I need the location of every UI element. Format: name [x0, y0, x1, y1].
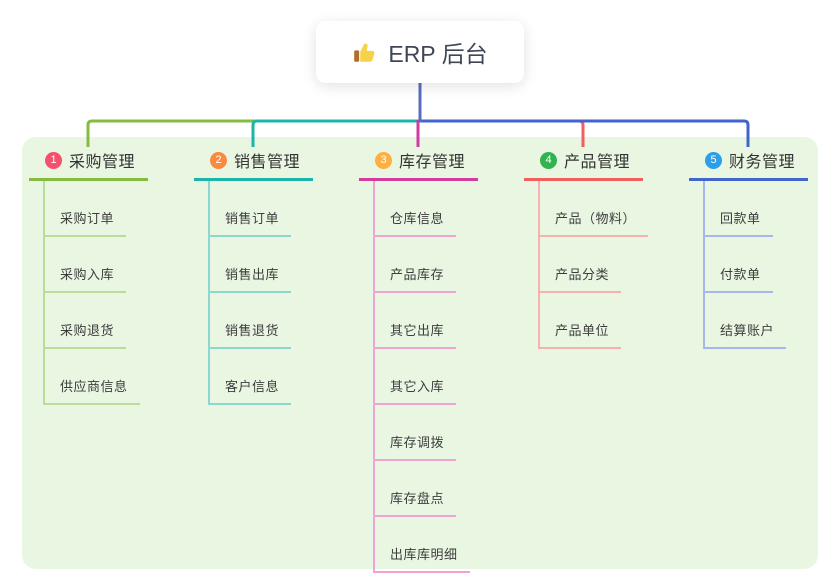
- branch-children-list: 采购订单采购入库采购退货供应商信息: [43, 181, 140, 405]
- branch-title: 销售管理: [234, 154, 301, 171]
- root-node-label: ERP 后台: [388, 41, 488, 67]
- branch-children-list: 产品（物料）产品分类产品单位: [538, 181, 649, 349]
- branch-title: 产品管理: [564, 154, 631, 171]
- thumbs-up-icon: [354, 43, 375, 62]
- branch-children-list: 回款单付款单结算账户: [703, 181, 787, 349]
- branch-number-badge: 1: [45, 151, 62, 169]
- branch-title: 库存管理: [399, 154, 466, 171]
- tree-node[interactable]: 库存盘点: [375, 461, 457, 517]
- tree-node[interactable]: 产品分类: [540, 237, 622, 293]
- tree-node[interactable]: 其它出库: [375, 293, 457, 349]
- tree-node[interactable]: 客户信息: [210, 349, 292, 405]
- branch-header[interactable]: 3 库存管理: [359, 148, 478, 181]
- tree-node[interactable]: 结算账户: [705, 293, 787, 349]
- tree-node[interactable]: 付款单: [705, 237, 773, 293]
- branch-3: 3 库存管理 仓库信息产品库存其它出库其它入库库存调拨库存盘点出库库明细: [359, 148, 519, 573]
- branch-1: 1 采购管理 采购订单采购入库采购退货供应商信息: [29, 148, 189, 405]
- root-node[interactable]: ERP 后台: [316, 21, 524, 83]
- branch-title: 采购管理: [69, 154, 136, 171]
- tree-node[interactable]: 产品单位: [540, 293, 622, 349]
- tree-node[interactable]: 其它入库: [375, 349, 457, 405]
- branch-4: 4 产品管理 产品（物料）产品分类产品单位: [524, 148, 684, 349]
- tree-node[interactable]: 仓库信息: [375, 181, 457, 237]
- branch-header[interactable]: 1 采购管理: [29, 148, 148, 181]
- branch-5: 5 财务管理 回款单付款单结算账户: [689, 148, 839, 349]
- tree-node[interactable]: 销售订单: [210, 181, 292, 237]
- tree-node[interactable]: 库存调拨: [375, 405, 457, 461]
- tree-node[interactable]: 产品库存: [375, 237, 457, 293]
- tree-node[interactable]: 回款单: [705, 181, 773, 237]
- branch-2: 2 销售管理 销售订单销售出库销售退货客户信息: [194, 148, 354, 405]
- tree-node[interactable]: 采购订单: [45, 181, 127, 237]
- branch-header[interactable]: 5 财务管理: [689, 148, 808, 181]
- tree-node[interactable]: 产品（物料）: [540, 181, 649, 237]
- branch-children-list: 仓库信息产品库存其它出库其它入库库存调拨库存盘点出库库明细: [373, 181, 470, 573]
- branch-children-list: 销售订单销售出库销售退货客户信息: [208, 181, 292, 405]
- tree-node[interactable]: 出库库明细: [375, 517, 470, 573]
- tree-node[interactable]: 采购入库: [45, 237, 127, 293]
- tree-node[interactable]: 销售退货: [210, 293, 292, 349]
- branch-number-badge: 5: [705, 151, 722, 169]
- branch-number-badge: 4: [540, 151, 557, 169]
- tree-node[interactable]: 采购退货: [45, 293, 127, 349]
- branch-header[interactable]: 2 销售管理: [194, 148, 313, 181]
- branch-number-badge: 3: [375, 151, 392, 169]
- branch-header[interactable]: 4 产品管理: [524, 148, 643, 181]
- mindmap-canvas-panel: [22, 137, 818, 569]
- tree-node[interactable]: 销售出库: [210, 237, 292, 293]
- branch-number-badge: 2: [210, 151, 227, 169]
- branch-title: 财务管理: [729, 154, 796, 171]
- tree-node[interactable]: 供应商信息: [45, 349, 140, 405]
